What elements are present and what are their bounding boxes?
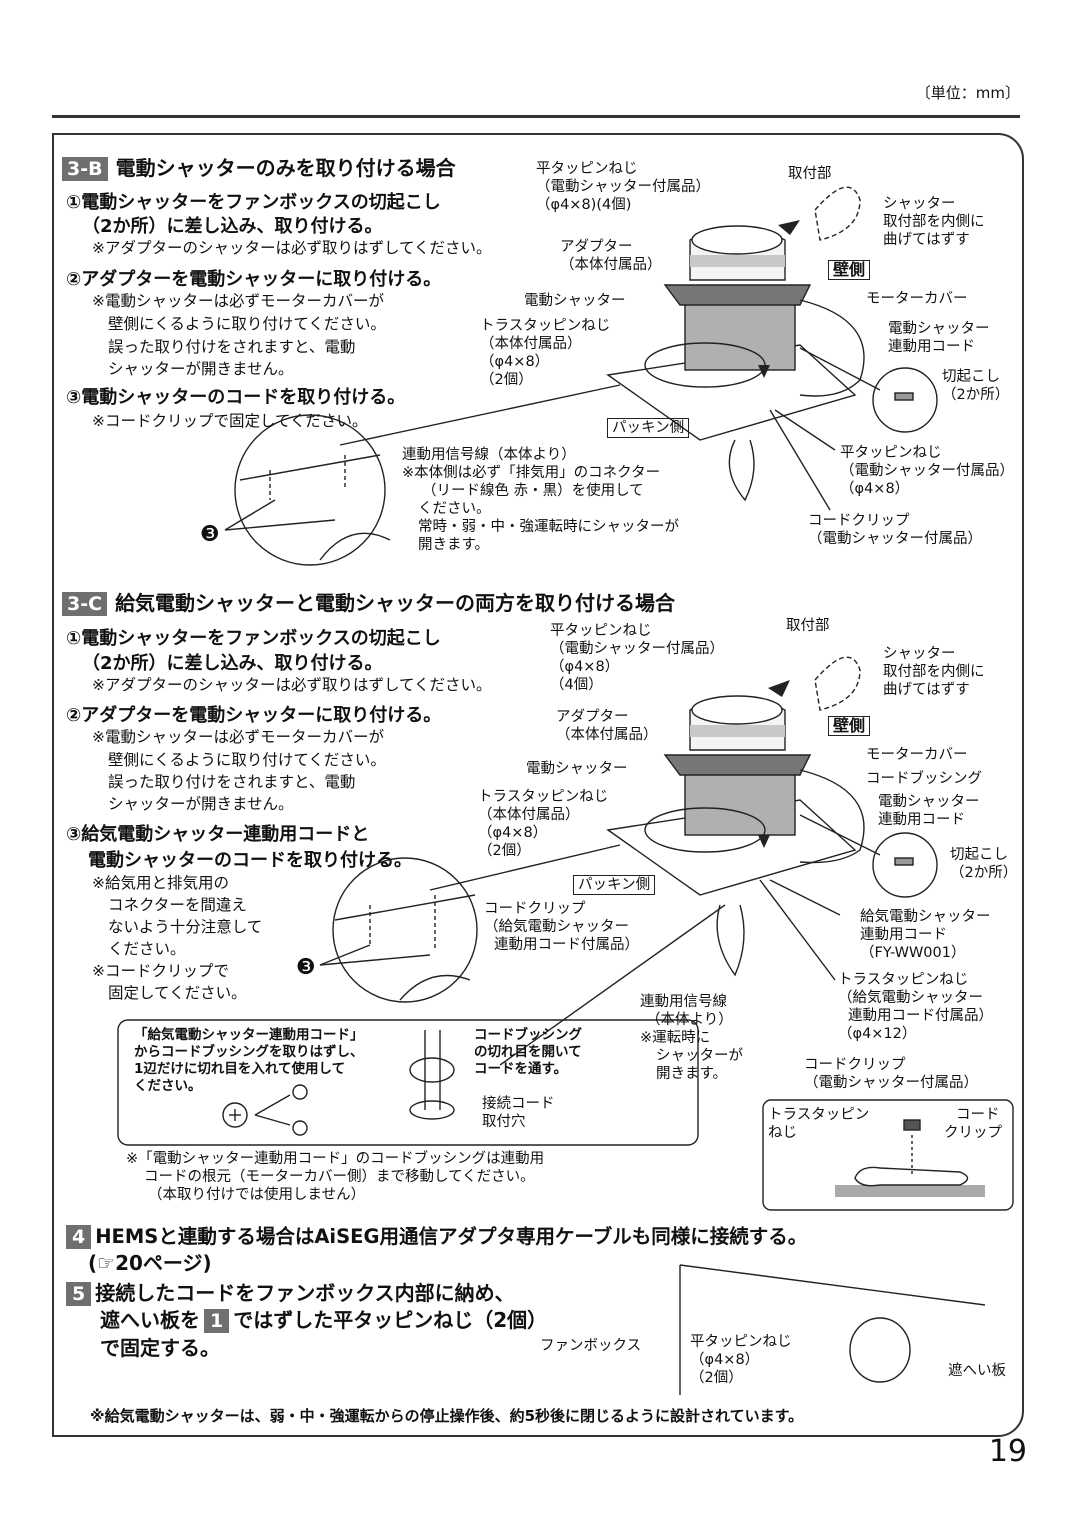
section-badge-4: 4 [66,1225,92,1249]
electric-shutter-3b [684,299,796,371]
unit-label: 〔単位：mm〕 [915,84,1020,102]
step-3c-3a: ③給気電動シャッター連動用コードと [66,824,370,845]
step-3b-1b: （2か所）に差し込み、取り付ける。 [82,216,383,237]
label-packing-3c: パッキン側 [573,875,656,895]
bushing-box-text-right: コードブッシングの切れ目を開いてコードを通す。 [474,1027,582,1077]
label-kiri-3c: 切起こし（2か所） [950,847,1018,881]
bushing-note: ※「電動シャッター連動用コード」のコードブッシングは連動用 コードの根元（モータ… [126,1151,545,1203]
electric-shutter-3c [684,769,796,836]
connector-zoom-3b [234,414,386,566]
label-eshutter-3b: 電動シャッター [524,293,626,309]
label-truss-3b: トラスタッピンねじ（本体付属品）（φ4×8）（2個） [480,318,611,388]
callout-3-3b: ❸ [200,522,220,547]
label-motor-3b: モーターカバー [866,291,968,307]
connector-zoom-3c [332,857,478,1003]
label-screw-sec5: 平タッピンねじ（φ4×8）（2個） [690,1334,792,1386]
note-3c-2a: ※電動シャッターは必ずモーターカバーが [92,728,384,746]
step-3c-1b: （2か所）に差し込み、取り付ける。 [82,653,383,674]
section-4-ref: (☞20ページ) [88,1251,212,1275]
note-3b-2c: 誤った取り付けをされますと、電動 [108,338,356,356]
clip-inset-box [762,1099,1014,1211]
note-3c-2b: 壁側にくるように取り付けてください。 [108,751,386,769]
label-signal-3b: 連動用信号線（本体より） ※本体側は必ず「排気用」のコネクター （リード線色 赤… [402,447,679,553]
label-signal-3c: 連動用信号線（本体より）※運転時にシャッターが開きます。 [640,994,743,1082]
step-3c-2: ②アダプターを電動シャッターに取り付ける。 [66,705,442,726]
label-screw-3c: 平タッピンねじ（電動シャッター付属品）（φ4×8）（4個） [550,623,724,693]
header-rule [52,115,1020,118]
note-3b-2b: 壁側にくるように取り付けてください。 [108,315,386,333]
label-screw-3b: 平タッピンねじ（電動シャッター付属品）（φ4×8)(4個) [536,161,710,213]
label-eshutter-3c: 電動シャッター [526,761,628,777]
label-kcord-3c: 給気電動シャッター連動用コード（FY-WW001） [860,909,991,961]
note-3c-2d: シャッターが開きません。 [108,795,294,813]
label-shield-plate: 遮へい板 [948,1363,1006,1379]
label-cord-3c: 電動シャッター連動用コード [878,794,980,828]
callout-3-3c: ❸ [296,955,316,980]
step-ref-badge-1: 1 [204,1309,230,1333]
step-3b-3: ③電動シャッターのコードを取り付ける。 [66,387,406,408]
section-badge-3b: 3-B [62,157,108,181]
note-3b-3: ※コードクリップで固定してください。 [92,412,368,430]
label-fanbox: ファンボックス [540,1338,642,1354]
label-wall-3c: 壁側 [828,716,871,736]
label-shutter-3b: シャッター取付部を内側に曲げてはずす [883,196,985,248]
note-3b-1: ※アダプターのシャッターは必ず取りはずしてください。 [92,239,492,257]
label-wall-3b: 壁側 [828,260,871,280]
label-mount-3c: 取付部 [786,618,830,634]
note-3c-1: ※アダプターのシャッターは必ず取りはずしてください。 [92,676,492,694]
label-hole: 接続コード取付穴 [482,1096,555,1130]
step-3b-2: ②アダプターを電動シャッターに取り付ける。 [66,269,442,290]
step-3c-3b: 電動シャッターのコードを取り付ける。 [88,850,412,871]
section-badge-5: 5 [66,1282,92,1306]
note-3b-2d: シャッターが開きません。 [108,360,294,378]
bushing-instruction-box [117,1019,699,1146]
content-frame [52,133,1024,1437]
note-3c-2c: 誤った取り付けをされますと、電動 [108,773,356,791]
label-kiri-3b: 切起こし（2か所） [942,369,1010,403]
label-clip-3c: コードクリップ（給気電動シャッター連動用コード付属品） [484,901,639,953]
section-5-line3: で固定する。 [100,1336,220,1360]
label-packing-3b: パッキン側 [607,418,690,438]
label-cord-3b: 電動シャッター連動用コード [888,321,990,355]
section-badge-3c: 3-C [62,592,108,616]
note-3b-2a: ※電動シャッターは必ずモーターカバーが [92,292,384,310]
label-clip2-3c: コードクリップ（電動シャッター付属品） [804,1057,978,1091]
label-mount-3b: 取付部 [788,166,832,182]
footer-note: ※給気電動シャッターは、弱・中・強運転からの停止操作後、約5秒後に閉じるように設… [90,1407,804,1425]
label-ktruss-3c: トラスタッピンねじ（給気電動シャッター連動用コード付属品）（φ4×12） [838,972,993,1042]
inset-truss-label: トラスタッピンねじ [768,1107,870,1141]
label-screw2-3b: 平タッピンねじ（電動シャッター付属品）（φ4×8） [840,445,1014,497]
shield-plate [849,1317,911,1383]
label-motor-3c: モーターカバー [866,747,968,763]
label-bushing-3c: コードブッシング [866,771,982,787]
label-shutter-3c: シャッター取付部を内側に曲げてはずす [883,646,985,698]
inset-clip-label: コードクリップ [944,1107,1002,1141]
label-adapter-3c: アダプター（本体付属品） [556,709,658,743]
bushing-box-text: 「給気電動シャッター連動用コード」からコードブッシングを取りはずし、1辺だけに切… [134,1027,364,1094]
label-clip-3b: コードクリップ（電動シャッター付属品） [808,513,982,547]
step-3c-1a: ①電動シャッターをファンボックスの切起こし [66,628,441,649]
note-3c-3: ※給気用と排気用の コネクターを間違え ないよう十分注意して ください。 ※コー… [92,874,263,1002]
packing-3c [644,807,766,853]
page-number: 19 [988,1434,1027,1469]
step-3b-1a: ①電動シャッターをファンボックスの切起こし [66,192,441,213]
label-truss-3c: トラスタッピンねじ（本体付属品）（φ4×8）（2個） [478,789,609,859]
label-adapter-3b: アダプター（本体付属品） [560,239,662,273]
